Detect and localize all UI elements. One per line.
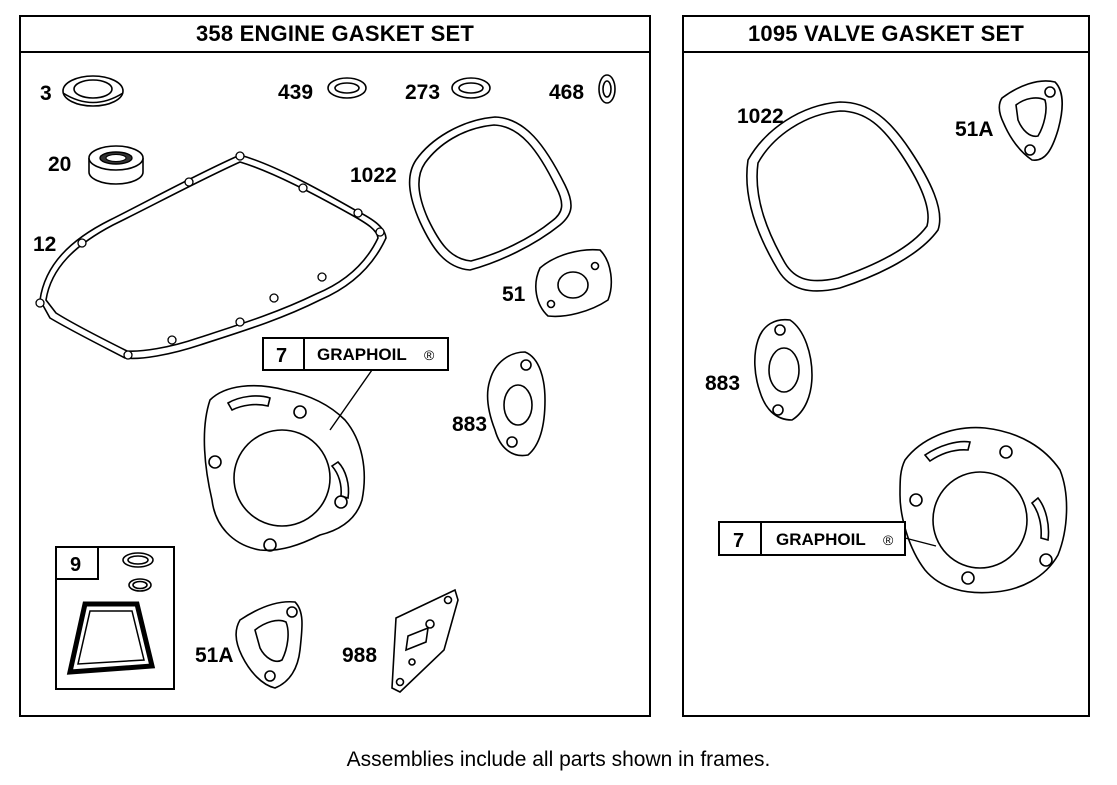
callout-7-graphoil-right: 7 GRAPHOIL ® [718, 521, 937, 556]
part-883-exhaust-gasket-left [486, 351, 546, 457]
kit-box-9: 9 [55, 546, 175, 690]
label-439: 439 [278, 81, 313, 104]
valve-gasket-set-title: 1095 VALVE GASKET SET [684, 17, 1088, 53]
label-51a-left: 51A [195, 644, 234, 667]
registered-mark-left: ® [424, 347, 435, 363]
callout-7-text-right: GRAPHOIL [776, 530, 866, 549]
part-883-exhaust-gasket-right [754, 318, 813, 421]
label-883-right: 883 [705, 372, 740, 395]
label-51a-right: 51A [955, 118, 994, 141]
callout-7-text-left: GRAPHOIL [317, 345, 407, 364]
label-273: 273 [405, 81, 440, 104]
part-468-washer [598, 74, 616, 104]
label-3: 3 [40, 82, 52, 105]
part-51a-gasket-left [235, 600, 303, 689]
part-1022-valve-cover-gasket-right [746, 101, 941, 292]
callout-7-graphoil-left: 7 GRAPHOIL ® [262, 337, 449, 431]
label-20: 20 [48, 153, 71, 176]
engine-gasket-set-title: 358 ENGINE GASKET SET [21, 17, 649, 53]
part-988-breather-gasket [391, 588, 459, 693]
footer-note: Assemblies include all parts shown in fr… [346, 748, 771, 771]
part-439-oring [327, 77, 367, 99]
label-12: 12 [33, 233, 56, 256]
part-7-head-gasket-left [203, 384, 365, 552]
part-3-seal [62, 75, 124, 107]
kit-box-9-number: 9 [70, 554, 81, 576]
label-883-left: 883 [452, 413, 487, 436]
label-988: 988 [342, 644, 377, 667]
part-273-oring [451, 77, 491, 99]
callout-7-number-right: 7 [733, 530, 744, 552]
label-1022-right: 1022 [737, 105, 784, 128]
part-1022-valve-cover-gasket [408, 116, 572, 271]
part-7-head-gasket-right [899, 426, 1068, 594]
part-20-oil-seal [88, 145, 144, 185]
part-12-crankcase-gasket [35, 151, 387, 360]
label-468: 468 [549, 81, 584, 104]
registered-mark-right: ® [883, 532, 894, 548]
callout-7-number-left: 7 [276, 345, 287, 367]
label-1022-left: 1022 [350, 164, 397, 187]
valve-gasket-set-frame: 1095 VALVE GASKET SET [682, 15, 1090, 717]
part-51a-gasket-right [998, 80, 1063, 161]
part-51-intake-gasket [535, 248, 613, 318]
label-51: 51 [502, 283, 526, 306]
